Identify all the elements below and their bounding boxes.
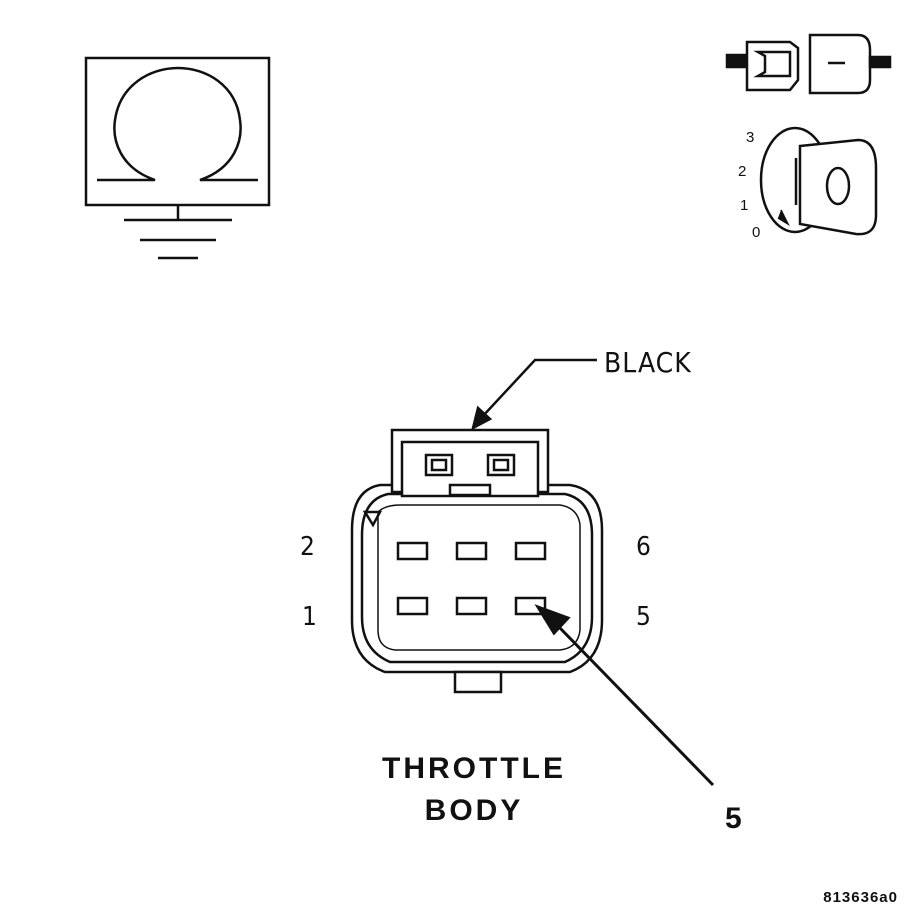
connector-housing xyxy=(350,428,604,694)
ignition-position-0: 0 xyxy=(752,224,760,241)
pin-cavity-2 xyxy=(396,541,429,561)
pin-cavities xyxy=(396,541,547,616)
callout-pin-number: 5 xyxy=(725,802,742,835)
disconnected-connector-icon xyxy=(725,33,892,95)
pin-cavity-1 xyxy=(396,596,429,616)
connector-name-line2: BODY xyxy=(425,794,524,827)
ignition-position-1: 1 xyxy=(740,197,748,214)
connector-color-label: BLACK xyxy=(604,346,692,379)
pin-cavity-5 xyxy=(514,596,547,616)
ignition-position-labels: 3 2 1 0 xyxy=(738,129,760,241)
callout-arrow xyxy=(534,604,715,787)
pin-label-bottom-left: 1 xyxy=(302,602,317,632)
ignition-position-3: 3 xyxy=(746,129,754,146)
ignition-key-off-icon xyxy=(759,126,878,236)
ignition-position-2: 2 xyxy=(738,163,746,180)
figure-id: 813636a0 xyxy=(823,889,898,906)
pin-label-top-left: 2 xyxy=(300,532,315,562)
connector-name-line1: THROTTLE xyxy=(382,752,566,785)
pin-cavity-4 xyxy=(455,541,488,561)
pin-label-bottom-right: 5 xyxy=(636,602,651,632)
pin-cavity-6 xyxy=(514,541,547,561)
pin-label-top-right: 6 xyxy=(636,532,651,562)
pin-cavity-3 xyxy=(455,596,488,616)
color-leader-line xyxy=(471,358,597,431)
ohmmeter-ground-icon xyxy=(84,56,271,260)
